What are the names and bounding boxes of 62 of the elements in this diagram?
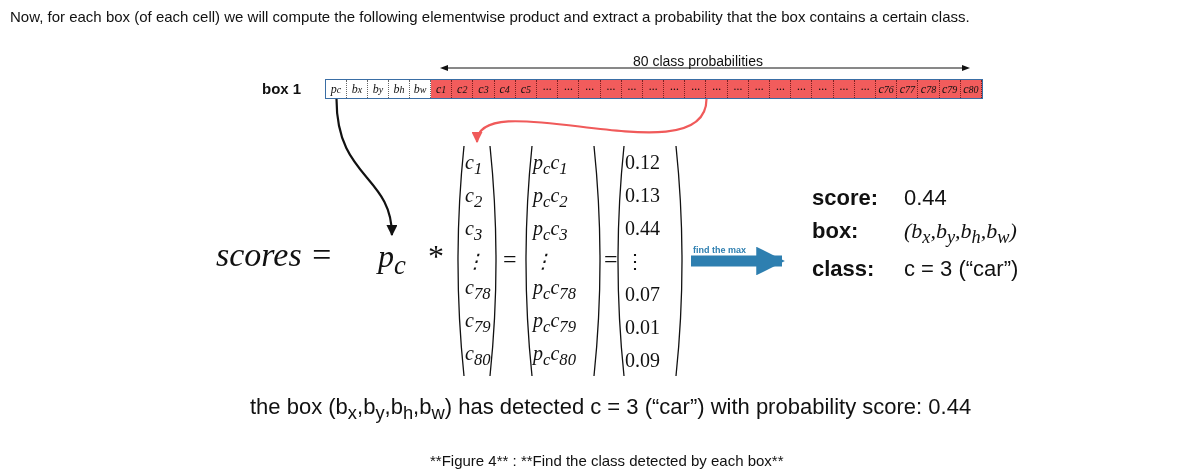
matrix-entry: p$_{c}$c$_{79}$ [533,308,577,338]
vector-entry: ··· [812,80,834,98]
vector-entry: ··· [558,80,580,98]
vector-entry: ··· [664,80,686,98]
column-vector [455,145,499,377]
matrix-entry: c$_{1}$ [465,150,484,180]
matrix-entry: p$_{c}$c$_{2}$ [533,183,569,213]
matrix-entry: 0.12 [625,150,661,175]
field-name: score: [812,185,880,212]
arrow [691,246,785,276]
formula-text: scores = [216,236,334,274]
column-vector [615,145,685,377]
matrix-entry: 0.01 [625,315,661,340]
math-symbol: p$_{c}$ [378,238,406,282]
column-vector [523,145,603,377]
box-vector-strip [325,79,983,99]
operator-symbol: = [503,246,517,273]
matrix-entry: c$_{78}$ [465,275,489,305]
matrix-entry: c$_{80}$ [465,341,489,371]
field-value: (b$_{x}$,b$_{y}$,b$_{h}$,b$_{w}$) [904,218,1018,250]
summary-sentence: the box (b$_{x}$,b$_{y}$,b$_{h}$,b$_{w}$) has detected c = 3 (“car”) with probability score: 0.44 [250,394,972,425]
arrow [335,98,397,237]
vector-entry: ··· [579,80,601,98]
matrix-entry: p$_{c}$c$_{3}$ [533,216,569,246]
vector-entry: ··· [621,80,643,98]
matrix-entry: p$_{c}$c$_{80}$ [533,341,577,371]
matrix-entry: ⋮ [465,249,486,274]
matrix-entry: c$_{79}$ [465,308,489,338]
class-probability-band [431,80,982,98]
dimension-label: 80 class probabilities [633,53,763,69]
vector-entry: ··· [791,80,813,98]
row-label: box 1 [262,80,302,97]
vector-entry: ··· [727,80,749,98]
matrix-entry: 0.44 [625,216,661,241]
matrix-entry: c$_{3}$ [465,216,484,246]
matrix-entry: ⋮ [533,249,554,274]
vector-entry: ··· [854,80,877,98]
operator-symbol: = [604,246,618,273]
vector-entry: ··· [833,80,855,98]
vector-entry: ··· [706,80,728,98]
arrow [475,98,708,144]
operator-symbol: * [428,238,444,275]
vector-entry: ··· [600,80,622,98]
vector-entry: ··· [748,80,771,98]
matrix-entry: p$_{c}$c$_{1}$ [533,150,569,180]
matrix-entry: c$_{2}$ [465,183,484,213]
vector-entry: ··· [685,80,707,98]
field-name: box: [812,218,860,246]
edge-label: find the max [693,245,746,255]
figure-caption: **Figure 4** : **Find the class detected by each box** [430,452,784,469]
matrix-entry: 0.13 [625,183,661,208]
field-value: 0.44 [904,185,948,212]
field-value: c = 3 (“car”) [904,255,1020,283]
matrix-entry: 0.07 [625,282,661,307]
vector-entry: ··· [642,80,665,98]
matrix-entry: 0.09 [625,348,661,373]
matrix-entry: p$_{c}$c$_{78}$ [533,275,577,305]
field-name: class: [812,255,876,283]
heading-text: Now, for each box (of each cell) we will compute the following elementwise product and extract a probability that the box contains a certain class. [10,8,970,25]
matrix-entry: ⋮ [625,249,646,274]
vector-entry: ··· [770,80,792,98]
vector-entry: ··· [536,80,559,98]
